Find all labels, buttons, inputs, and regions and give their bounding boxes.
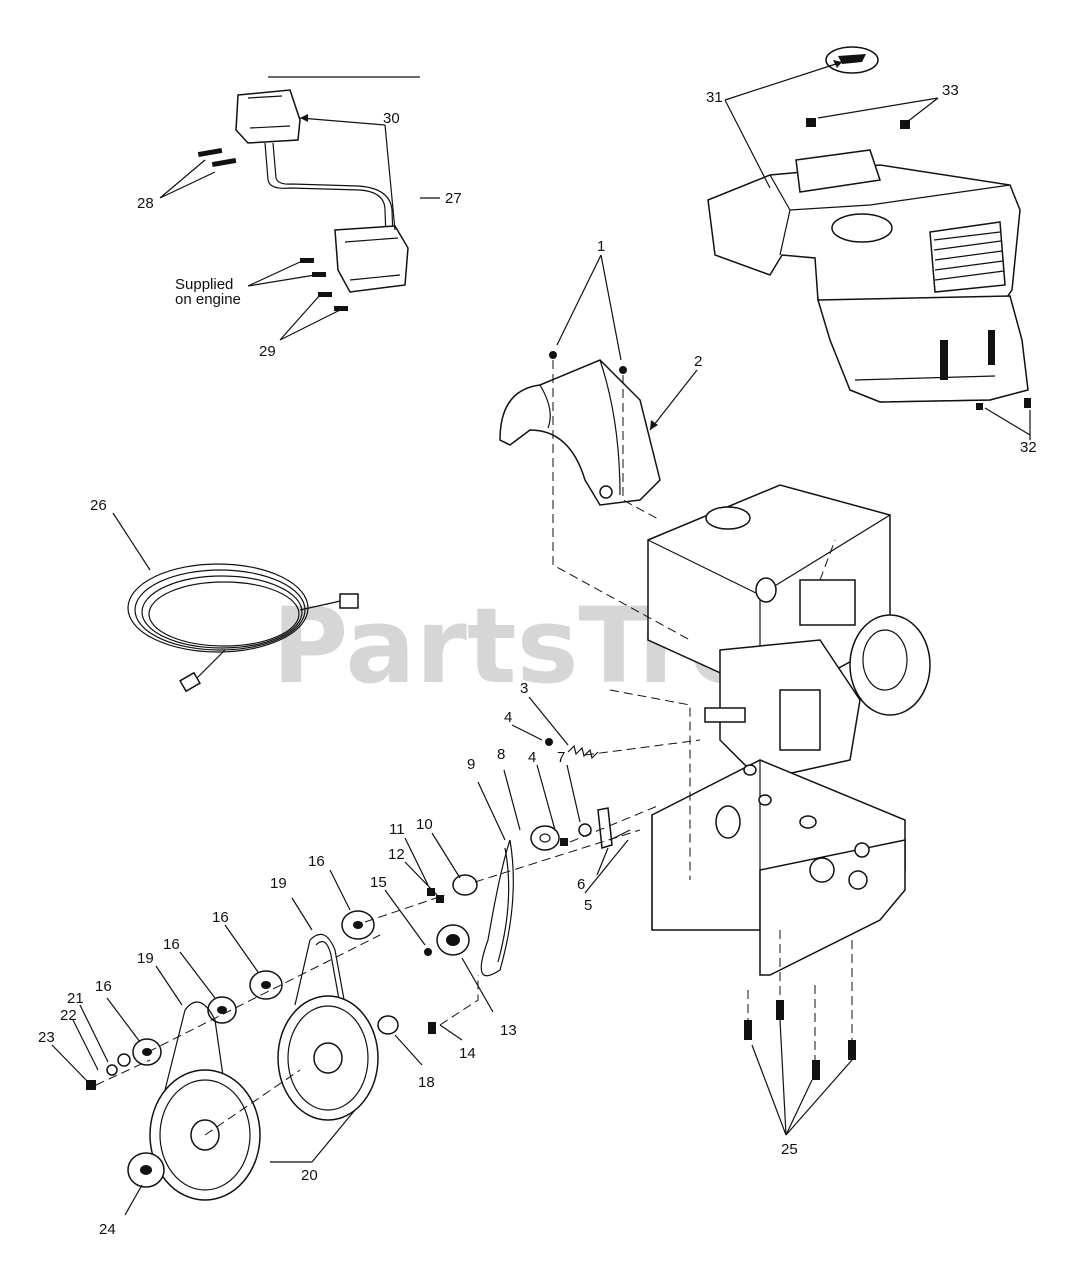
supplied-note-line1: Supplied [175,276,233,293]
callout-15: 15 [370,874,387,891]
callout-16d: 16 [95,978,112,995]
callout-25: 25 [781,1141,798,1158]
callout-19b: 19 [137,950,154,967]
callout-26: 26 [90,497,107,514]
callout-23: 23 [38,1029,55,1046]
callout-14: 14 [459,1045,476,1062]
callout-30: 30 [383,110,400,127]
callout-10: 10 [416,816,433,833]
callout-20: 20 [301,1167,318,1184]
alignment-lines [95,360,1031,1136]
callout-12: 12 [388,846,405,863]
callout-28: 28 [137,195,154,212]
callout-5: 5 [584,897,592,914]
callout-7: 7 [557,749,565,766]
callout-16b: 16 [212,909,229,926]
callout-29: 29 [259,343,276,360]
belt-cover [499,351,661,506]
callout-3: 3 [520,680,528,697]
pulleys-and-belts [86,910,379,1201]
supplied-note-line2: on engine [175,291,241,308]
callout-6: 6 [577,876,585,893]
engine-shroud [707,46,1031,440]
callout-32: 32 [1020,439,1037,456]
callout-9: 9 [467,756,475,773]
callout-21: 21 [67,990,84,1007]
callout-1: 1 [597,238,605,255]
callout-4b: 4 [528,749,536,766]
callout-18: 18 [418,1074,435,1091]
engine [647,484,931,781]
callout-4a: 4 [504,709,512,726]
callout-31: 31 [706,89,723,106]
drive-small-parts [377,738,631,1035]
callout-11: 11 [389,821,405,838]
callout-13: 13 [500,1022,517,1039]
callout-33: 33 [942,82,959,99]
leader-lines [51,60,1031,1216]
callout-labels: 1 2 3 4 4 5 6 7 8 9 10 11 12 13 14 15 16… [38,82,1037,1238]
callout-24: 24 [99,1221,116,1238]
extension-cord [127,563,359,693]
callout-27: 27 [445,190,462,207]
callout-16a: 16 [308,853,325,870]
callout-16c: 16 [163,936,180,953]
callout-22: 22 [60,1007,77,1024]
callout-8: 8 [497,746,505,763]
callout-19a: 19 [270,875,287,892]
callout-2: 2 [694,353,702,370]
frame-plates [651,759,906,1080]
